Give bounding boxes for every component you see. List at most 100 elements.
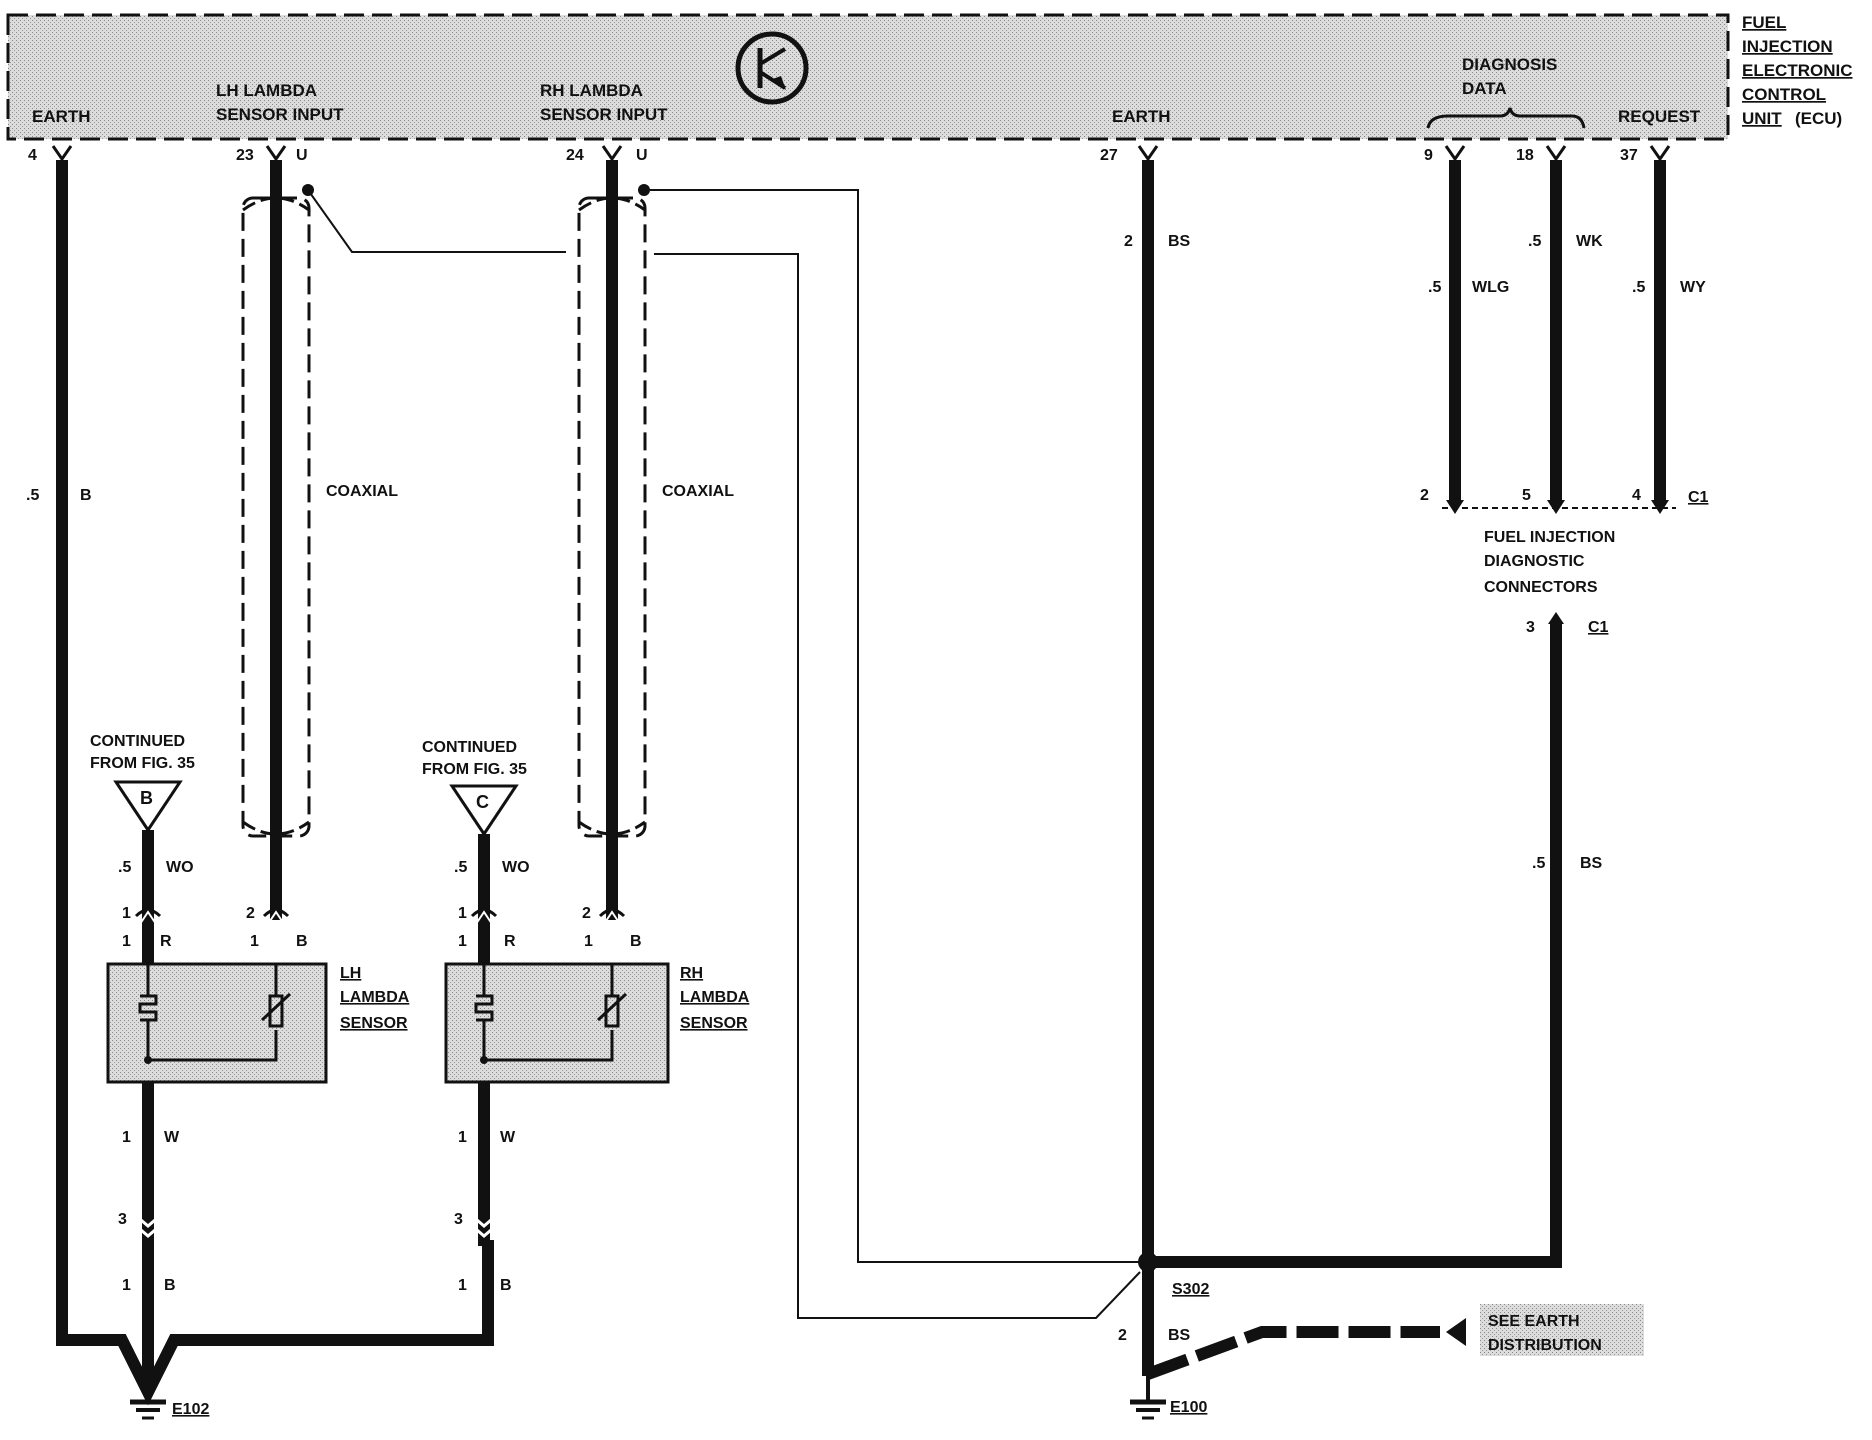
- c1-label-bottom: C1: [1588, 619, 1609, 636]
- ecu-earth-label-2: EARTH: [1112, 107, 1171, 126]
- pin-23-code: U: [296, 147, 308, 164]
- lh-sensor-label-3: SENSOR: [340, 1015, 408, 1032]
- continued-c-triangle: [449, 784, 519, 837]
- ecu-title-line3: ELECTRONIC: [1742, 61, 1853, 80]
- wk-size: .5: [1528, 233, 1541, 250]
- ecu-lh-input-label-2: SENSOR INPUT: [216, 105, 344, 124]
- c1-label-top: C1: [1688, 489, 1709, 506]
- rh-b-size: 1: [458, 1277, 467, 1294]
- rh-wo-size: .5: [454, 859, 467, 876]
- bottom-bs-color: BS: [1168, 1327, 1191, 1344]
- diag-connector-label-2: DIAGNOSTIC: [1484, 553, 1585, 570]
- rh-w-color: W: [500, 1129, 516, 1146]
- continued-b-triangle: [113, 780, 183, 833]
- earth-wire-size: .5: [26, 487, 39, 504]
- pin-24-code: U: [636, 147, 648, 164]
- lh-conn-1-top: 1: [122, 905, 131, 922]
- lh-w-size: 1: [122, 1129, 131, 1146]
- splice-s302: [1138, 1252, 1158, 1272]
- ground-e102-icon: [130, 1399, 166, 1420]
- pin27-wire-size: 2: [1124, 233, 1133, 250]
- wy-size: .5: [1632, 279, 1645, 296]
- lh-coax-shield: [241, 196, 311, 838]
- ecu-diag-label-2: DATA: [1462, 79, 1507, 98]
- lh-r-color: R: [160, 933, 172, 950]
- lh-b-color-bottom: B: [164, 1277, 176, 1294]
- ecu-diag-label-1: DIAGNOSIS: [1462, 55, 1557, 74]
- rh-b-color: B: [630, 933, 642, 950]
- e100-label: E100: [1170, 1399, 1207, 1416]
- wlg-color: WLG: [1472, 279, 1509, 296]
- e102-label: E102: [172, 1401, 209, 1418]
- ecu-lh-input-label-1: LH LAMBDA: [216, 81, 317, 100]
- wk-color: WK: [1576, 233, 1603, 250]
- ecu-rh-input-label-2: SENSOR INPUT: [540, 105, 668, 124]
- see-earth-box: [1480, 1304, 1644, 1356]
- lh-sensor-label-2: LAMBDA: [340, 989, 410, 1006]
- c1-pin-5: 5: [1522, 487, 1531, 504]
- pin-24-label: 24: [566, 147, 584, 164]
- see-earth-label-2: DISTRIBUTION: [1488, 1337, 1602, 1354]
- c1-wire-color: BS: [1580, 855, 1603, 872]
- continued-b-line1: CONTINUED: [90, 733, 185, 750]
- ecu-earth-label-1: EARTH: [32, 107, 91, 126]
- ecu-title-abbr: (ECU): [1795, 109, 1842, 128]
- rh-sensor-label-1: RH: [680, 965, 703, 982]
- rh-conn-1-b: 1: [584, 933, 593, 950]
- rh-conn-1-top: 1: [458, 905, 467, 922]
- rh-coaxial-label: COAXIAL: [662, 483, 734, 500]
- wire-bs-c1-to-s302: [1148, 622, 1562, 1268]
- rh-shield-to-s302: [650, 189, 1148, 1263]
- rh-b-color-bottom: B: [500, 1277, 512, 1294]
- wlg-size: .5: [1428, 279, 1441, 296]
- rh-conn-2-top: 2: [582, 905, 591, 922]
- c1-pin-2: 2: [1420, 487, 1429, 504]
- ecu-title-line5: UNIT: [1742, 109, 1782, 128]
- earth-distribution-wire: [1145, 1326, 1440, 1380]
- ecu-title-line4: CONTROL: [1742, 85, 1826, 104]
- lh-wo-size: .5: [118, 859, 131, 876]
- c1-wire-size: .5: [1532, 855, 1545, 872]
- c1-pin3-terminal: [1548, 612, 1564, 624]
- lh-w-color: W: [164, 1129, 180, 1146]
- lh-conn-3: 3: [118, 1211, 127, 1228]
- lh-coaxial-label: COAXIAL: [326, 483, 398, 500]
- lh-conn-1-b: 1: [250, 933, 259, 950]
- continued-c-line2: FROM FIG. 35: [422, 761, 527, 778]
- bottom-bs-size: 2: [1118, 1327, 1127, 1344]
- continued-b-letter: B: [140, 788, 153, 808]
- diagnosis-brace: [1426, 107, 1586, 129]
- ecu-title: FUEL INJECTION ELECTRONIC CONTROL UNIT (…: [1742, 13, 1853, 128]
- s302-label: S302: [1172, 1281, 1209, 1298]
- rh-conn-3: 3: [454, 1211, 463, 1228]
- rh-r-color: R: [504, 933, 516, 950]
- continued-c-line1: CONTINUED: [422, 739, 517, 756]
- lh-lambda-sensor: [106, 962, 328, 1084]
- shield-drain-to-s302: [654, 253, 1141, 1319]
- ecu-request-label: REQUEST: [1618, 107, 1701, 126]
- diag-connector-label-1: FUEL INJECTION: [1484, 529, 1615, 546]
- pin-9-label: 9: [1424, 147, 1433, 164]
- ecu-title-line2: INJECTION: [1742, 37, 1833, 56]
- earth-distribution-arrow: [1446, 1318, 1466, 1346]
- pin-37-label: 37: [1620, 147, 1638, 164]
- rh-coax-shield: [577, 196, 647, 838]
- rh-wo-color: WO: [502, 859, 530, 876]
- harness-connector-arrows: [139, 910, 621, 925]
- lh-wo-color: WO: [166, 859, 194, 876]
- rh-shield-dot: [638, 184, 650, 196]
- continued-c-letter: C: [476, 792, 489, 812]
- ground-e100-icon: [1130, 1376, 1166, 1420]
- rh-conn-1-bottom: 1: [458, 933, 467, 950]
- continued-b-line2: FROM FIG. 35: [90, 755, 195, 772]
- pin-23-label: 23: [236, 147, 254, 164]
- see-earth-label-1: SEE EARTH: [1488, 1313, 1580, 1330]
- earth-wire-color: B: [80, 487, 92, 504]
- lh-b-color: B: [296, 933, 308, 950]
- pin-27-label: 27: [1100, 147, 1118, 164]
- rh-sensor-label-3: SENSOR: [680, 1015, 748, 1032]
- rh-w-size: 1: [458, 1129, 467, 1146]
- lh-sensor-label-1: LH: [340, 965, 361, 982]
- pin-4-label: 4: [28, 147, 37, 164]
